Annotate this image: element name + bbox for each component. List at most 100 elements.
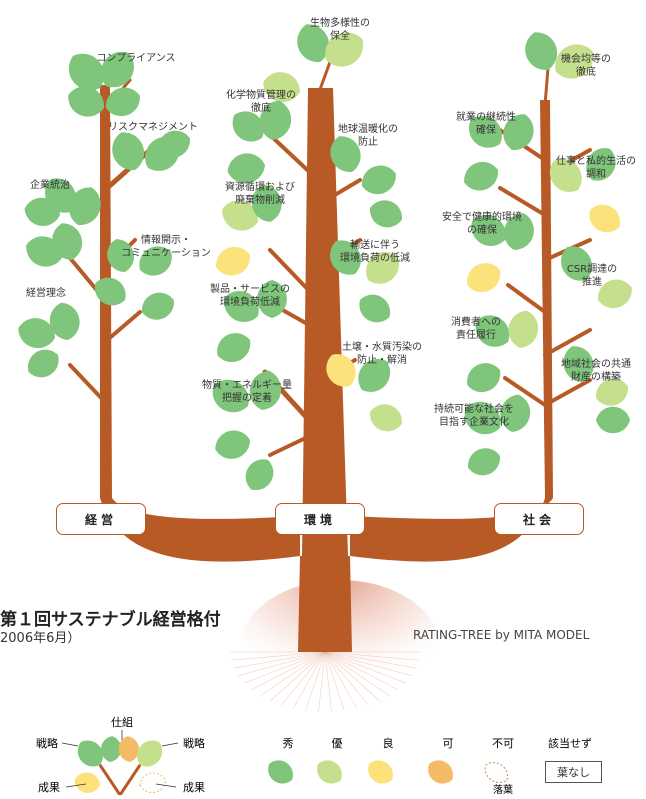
leaf-yu bbox=[369, 404, 402, 432]
leaf-shu bbox=[251, 184, 282, 222]
leaf-shu bbox=[561, 246, 592, 281]
side-branch bbox=[268, 248, 320, 302]
leaf-shu bbox=[212, 379, 249, 413]
leaf-shu bbox=[504, 213, 534, 250]
leaf-shu bbox=[52, 223, 82, 260]
key-diagram: 戦略 仕組 戦略 成果 成果 bbox=[36, 716, 205, 796]
branch-label-transport: 輸送に伴う環境負荷の低減 bbox=[340, 238, 410, 264]
leaf-shu bbox=[217, 333, 251, 363]
leaf-ryo bbox=[467, 263, 501, 293]
branch-label-warming: 地球温暖化の防止 bbox=[338, 122, 398, 148]
legend-swatch-ka bbox=[428, 760, 453, 784]
leaf-shu bbox=[464, 161, 499, 191]
leaf-shu bbox=[330, 240, 361, 275]
branch-label-community: 地域社会の共通財産の構築 bbox=[561, 357, 631, 383]
key-pointer-left bbox=[61, 742, 79, 747]
leaf-shu bbox=[112, 132, 145, 171]
leaf-shu bbox=[68, 86, 105, 117]
branch-label-energy: 物質・エネルギー量把握の定着 bbox=[202, 378, 292, 404]
section-keiei: 経営 bbox=[56, 503, 146, 535]
leaf-yu bbox=[595, 378, 628, 406]
branch-label-product: 製品・サービスの環境負荷低減 bbox=[210, 282, 290, 308]
side-branch bbox=[543, 378, 592, 407]
side-branch bbox=[503, 376, 547, 407]
branch-label-biodiversity: 生物多様性の保全 bbox=[310, 16, 370, 42]
leaf-shu bbox=[503, 114, 534, 151]
leaf-shu bbox=[469, 115, 502, 148]
side-branch bbox=[316, 178, 362, 207]
side-branch bbox=[68, 363, 107, 404]
key-leaf-result-right bbox=[139, 772, 167, 793]
leaf-yu bbox=[263, 72, 300, 102]
key-strategy-left: 戦略 bbox=[36, 736, 58, 750]
rating-legend: 秀優良可不可落葉該当せず bbox=[268, 736, 592, 796]
leaf-shu bbox=[224, 291, 259, 322]
legend-label-none: 該当せず bbox=[548, 736, 592, 750]
branch-label-soil: 土壌・水質汚染の防止・解消 bbox=[342, 340, 422, 366]
leaf-shu bbox=[467, 363, 501, 393]
key-leaf-result-left bbox=[74, 772, 100, 793]
key-leaf-mechanism bbox=[118, 736, 139, 762]
legend-label-shu: 秀 bbox=[283, 737, 294, 750]
leaf-shu bbox=[105, 87, 140, 117]
leaf-shu bbox=[227, 153, 265, 184]
legend-swatch-yu bbox=[317, 760, 342, 784]
leaf-yu bbox=[549, 159, 582, 192]
legend-swatch-shu bbox=[268, 760, 293, 784]
leaf-yu bbox=[366, 251, 399, 284]
key-pointer-right bbox=[161, 742, 179, 747]
legend-label-ka: 可 bbox=[443, 737, 454, 750]
leaf-shu bbox=[369, 200, 402, 228]
branch-label-philosophy: 経営理念 bbox=[26, 286, 66, 299]
leaf-shu bbox=[49, 302, 80, 340]
root-lines bbox=[230, 651, 420, 712]
legend-label-fuka: 不可 bbox=[492, 737, 514, 750]
branch-label-safety: 安全で健康的環境の確保 bbox=[442, 210, 522, 236]
key-pointer-bottom-right bbox=[155, 783, 177, 788]
leaf-shu bbox=[18, 318, 55, 348]
side-branch bbox=[316, 60, 332, 97]
legend-sublabel-fuka: 落葉 bbox=[493, 783, 513, 795]
leaf-yu bbox=[508, 310, 539, 348]
leaf-shu bbox=[257, 280, 287, 318]
page-title: 第１回サステナブル経営格付 bbox=[0, 610, 221, 630]
leaf-shu bbox=[68, 53, 105, 90]
side-branch bbox=[498, 186, 547, 217]
key-leaf-strategy-left bbox=[77, 740, 103, 767]
leaf-ryo bbox=[216, 246, 251, 276]
leaf-ryo bbox=[326, 354, 356, 387]
leaf-shu bbox=[28, 349, 59, 378]
side-branch bbox=[268, 430, 320, 457]
leaf-shu bbox=[68, 187, 101, 226]
branch-label-sustainable: 持続可能な社会を目指す企業文化 bbox=[434, 402, 514, 428]
leaf-yu bbox=[222, 200, 259, 231]
item-labels: コンプライアンスリスクマネジメント企業統治情報開示・コミュニケーション経営理念生… bbox=[26, 16, 636, 428]
leaf-shu bbox=[249, 370, 282, 410]
leaf-shu bbox=[24, 197, 60, 226]
leaf-shu bbox=[215, 430, 250, 459]
leaf-shu bbox=[468, 448, 501, 476]
branch-label-disclosure: 情報開示・コミュニケーション bbox=[121, 233, 211, 259]
leaf-shu bbox=[563, 346, 594, 383]
leaf-shu bbox=[596, 406, 630, 434]
legend-swatch-fuka bbox=[484, 762, 509, 784]
leaf-shu bbox=[500, 394, 531, 432]
leaf-shu bbox=[359, 294, 390, 323]
section-kankyo: 環境 bbox=[275, 503, 365, 535]
key-pointer-bottom-left bbox=[65, 783, 87, 788]
leaf-shu bbox=[245, 459, 274, 490]
key-leaf-left-upper bbox=[101, 736, 122, 762]
leaf-shu bbox=[95, 277, 126, 306]
branch-label-worklife: 仕事と私的生活の調和 bbox=[556, 154, 636, 180]
branch-label-risk: リスクマネジメント bbox=[108, 121, 198, 133]
leaf-shu bbox=[361, 165, 396, 195]
leaf-shu bbox=[141, 292, 174, 320]
legend-label-ryo: 良 bbox=[383, 736, 394, 750]
leaf-shu bbox=[157, 130, 190, 158]
leaf-yu bbox=[555, 44, 594, 79]
branch-label-csr: CSR調達の推進 bbox=[567, 262, 617, 288]
branch-label-chemical: 化学物質管理の徹底 bbox=[226, 88, 296, 114]
branch-label-governance: 企業統治 bbox=[30, 178, 70, 191]
branch-label-equal: 機会均等の徹底 bbox=[561, 52, 611, 78]
